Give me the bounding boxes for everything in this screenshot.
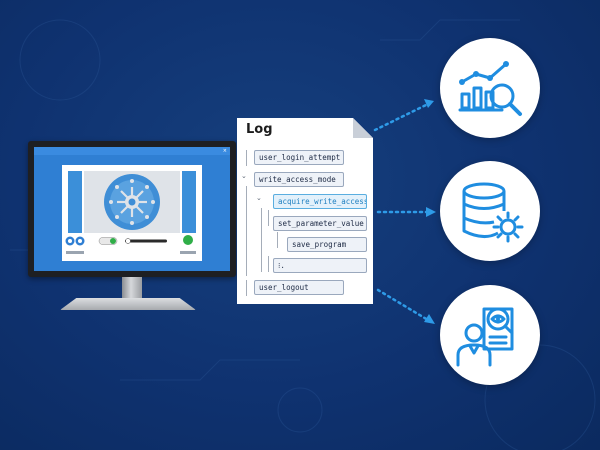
monitor-screen: ×	[34, 147, 230, 271]
tree-guide	[268, 210, 269, 226]
left-blue-panel	[68, 171, 82, 233]
app-window-titlebar: ×	[34, 147, 230, 155]
chevron-down-icon: ⌄	[241, 172, 247, 180]
close-icon: ×	[222, 148, 227, 154]
control-widgets	[65, 235, 196, 254]
user-inspection-icon	[456, 307, 514, 367]
monitor-stand-neck	[122, 277, 142, 301]
log-entry[interactable]: write_access_mode	[254, 172, 344, 187]
log-entry[interactable]: set_parameter_value	[273, 216, 367, 231]
tree-guide	[277, 232, 278, 248]
computer-monitor: ×	[28, 141, 236, 277]
document-page-icon	[237, 118, 373, 304]
feature-analytics	[440, 38, 540, 138]
log-entry[interactable]: ⁝.	[273, 258, 367, 273]
feature-database	[440, 161, 540, 261]
log-entry[interactable]: user_login_attempt	[254, 150, 344, 165]
tree-guide	[268, 256, 269, 272]
tree-guide	[246, 186, 247, 276]
tree-guide	[246, 150, 247, 166]
database-gear-icon	[462, 182, 524, 243]
log-entry[interactable]: acquire_write_access	[273, 194, 367, 209]
analytics-magnifier-icon	[458, 61, 522, 116]
disc-image-area	[84, 171, 180, 233]
brake-disc-icon	[104, 174, 160, 230]
tree-guide	[246, 280, 247, 296]
feature-user-inspection	[440, 285, 540, 385]
chevron-down-icon: ⌄	[256, 194, 262, 202]
app-panel	[62, 165, 202, 261]
log-entry[interactable]: user_logout	[254, 280, 344, 295]
right-blue-panel	[182, 171, 196, 233]
log-document: Log ⌄ ⌄ user_login_attempt write_access_…	[237, 118, 373, 304]
control-row	[62, 235, 202, 261]
log-entry[interactable]: save_program	[287, 237, 367, 252]
tree-guide	[261, 208, 262, 272]
log-title: Log	[246, 122, 273, 137]
monitor-stand-base	[60, 298, 196, 310]
